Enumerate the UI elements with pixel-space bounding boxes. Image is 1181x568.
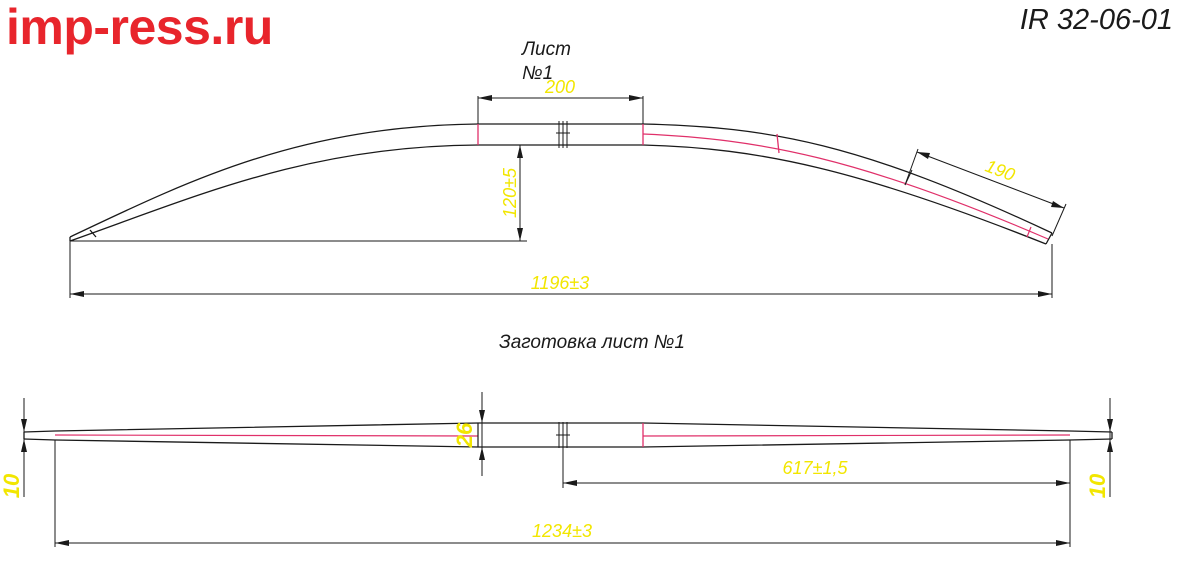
dimension-center-thickness: 26 <box>452 392 485 476</box>
dimension-end-thickness-right: 10 <box>1085 398 1113 498</box>
leaf-left-tip-taper <box>89 229 97 238</box>
dimension-height-label: 120±5 <box>500 167 520 218</box>
dimension-end-thickness-left: 10 <box>0 398 27 498</box>
taper-line-right <box>642 133 1049 240</box>
blank-taper-line-left <box>54 434 479 437</box>
blank-center-bolt-hole <box>556 422 570 448</box>
blank-taper-line-right <box>642 434 1071 437</box>
dimension-total-length-blank: 1234±3 <box>54 440 1071 547</box>
formed-leaf <box>69 121 1053 245</box>
brand-logo: imp-ress.ru <box>6 0 273 55</box>
end-tip-mark <box>1026 226 1032 238</box>
dimension-total-length-blank-label: 1234±3 <box>532 521 592 541</box>
top-view-title-line1: Лист <box>520 39 571 60</box>
center-bolt-hole <box>556 121 570 148</box>
blank-leaf <box>23 422 1113 448</box>
dimension-end-length-label: 190 <box>983 156 1018 185</box>
blank-upper-edge <box>23 422 1113 433</box>
dimension-center-length-label: 200 <box>544 77 575 97</box>
dimension-half-length: 617±1,5 <box>562 440 1071 488</box>
document-number: IR 32-06-01 <box>1019 4 1173 36</box>
dimension-half-length-label: 617±1,5 <box>783 458 849 478</box>
dimension-center-length: 200 <box>477 77 644 124</box>
dimension-end-length: 190 <box>904 148 1067 237</box>
leaf-lower-edge <box>69 144 1047 245</box>
blank-view-title: Заготовка лист №1 <box>499 332 685 353</box>
leaf-right-end <box>1045 232 1053 245</box>
dimension-end-thickness-left-label: 10 <box>0 473 24 498</box>
dimension-total-length-top-label: 1196±3 <box>531 273 590 293</box>
top-view-title-line2: №1 <box>522 63 553 84</box>
dimension-total-length-top: 1196±3 <box>69 241 1053 298</box>
dimension-height: 120±5 <box>70 145 527 242</box>
dimension-end-thickness-right-label: 10 <box>1085 473 1110 498</box>
taper-start-mark <box>776 133 780 154</box>
dimension-center-thickness-label: 26 <box>452 422 477 448</box>
blank-lower-edge <box>23 438 1113 448</box>
leaf-upper-edge <box>69 123 1053 238</box>
